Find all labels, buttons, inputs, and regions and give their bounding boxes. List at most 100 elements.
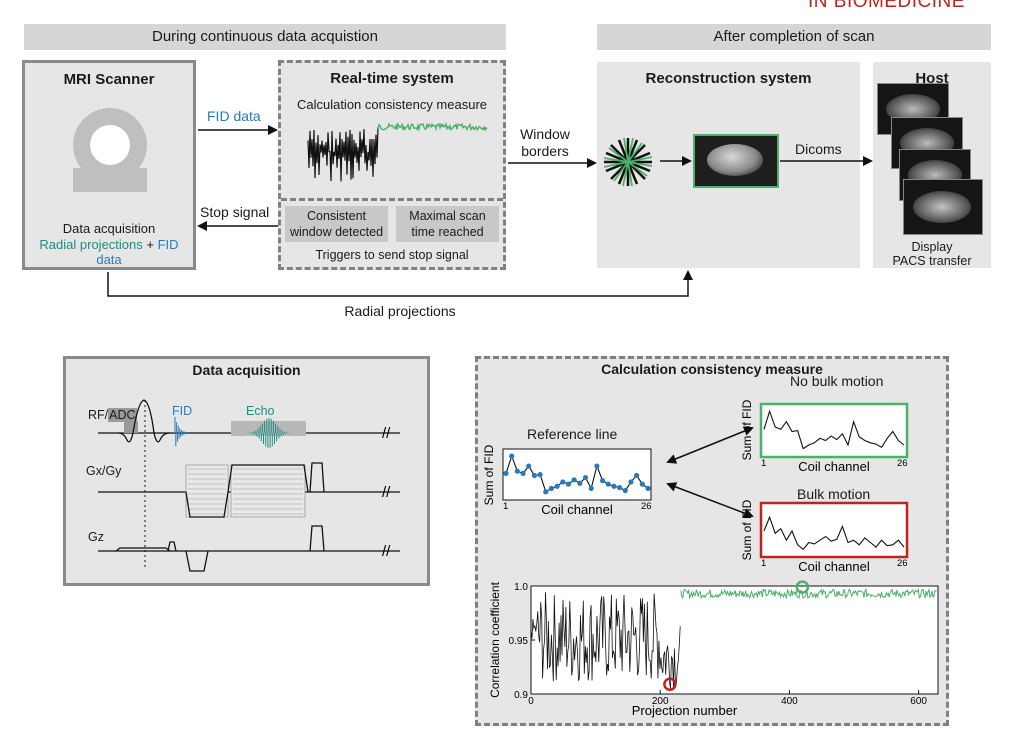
- corr-xtick: 400: [781, 696, 798, 707]
- reference-point: [554, 483, 560, 489]
- dicoms-label: Dicoms: [795, 141, 842, 157]
- corr-xtick: 0: [528, 696, 534, 707]
- marker-red: [663, 677, 677, 692]
- radial-projections-label: Radial projections: [344, 303, 456, 319]
- rf-label: RF/ADC: [88, 408, 137, 422]
- radial-projections-text: Radial projections: [39, 237, 143, 252]
- correlation-series-black: [530, 592, 681, 689]
- scanner-icon: [73, 108, 147, 192]
- corr-ytick: 1.0: [514, 582, 528, 593]
- triggers-text: Triggers to send stop signal: [315, 248, 469, 262]
- gz-gradients: [115, 525, 325, 572]
- reference-point: [617, 484, 623, 491]
- break-mark-gz: //: [382, 543, 391, 560]
- no-bulk-title: No bulk motion: [790, 373, 884, 389]
- reference-point: [565, 481, 572, 487]
- fid-data-text: FID data: [96, 237, 179, 267]
- reference-point: [622, 487, 628, 494]
- corr-ytick: 0.9: [514, 690, 528, 701]
- reference-point: [588, 485, 594, 491]
- realtime-title: Real-time system: [330, 70, 454, 87]
- no-bulk-xlabel: Coil channel: [798, 459, 870, 474]
- plus-sign: +: [146, 237, 154, 252]
- correlation-plot-frame: [530, 585, 939, 695]
- host-image-stack: [877, 83, 987, 235]
- realtime-trace: [307, 121, 488, 182]
- reference-point: [531, 472, 538, 479]
- reference-point: [605, 481, 611, 487]
- bulk-ylabel: Sum of FID: [740, 499, 754, 560]
- reference-point: [503, 470, 509, 476]
- reference-point: [628, 479, 634, 485]
- adc-text: ADC: [108, 408, 137, 422]
- reference-point: [639, 481, 645, 487]
- reference-x-end: 26: [641, 501, 652, 512]
- recon-image: [693, 134, 779, 188]
- reference-point: [520, 470, 526, 476]
- host-caption-display: Display: [911, 240, 953, 254]
- reference-line-title: Reference line: [527, 426, 618, 442]
- no-bulk-plot-frame: [759, 402, 909, 459]
- realtime-divider: [281, 198, 503, 201]
- reference-point: [582, 475, 589, 481]
- break-mark-gxgy: //: [382, 484, 391, 501]
- corner-text: IN BIOMEDICINE: [808, 0, 965, 12]
- no-bulk-x-start: 1: [761, 458, 766, 469]
- corr-xtick: 600: [910, 696, 927, 707]
- rf-pulse: [117, 399, 171, 443]
- consistent-window-box: Consistent window detected: [285, 206, 388, 242]
- mri-scanner-panel: MRI Scanner Data acquisition Radial proj…: [22, 60, 196, 270]
- reference-point: [537, 472, 543, 478]
- bulk-plot-frame: [759, 501, 909, 559]
- gxgy-gradients: [185, 462, 325, 518]
- bulk-series-line: [763, 515, 905, 551]
- reference-point: [514, 468, 520, 474]
- fid-label: FID: [172, 404, 193, 418]
- host-caption-pacs: PACS transfer: [892, 254, 972, 268]
- consistency-title: Calculation consistency measure: [601, 361, 823, 377]
- bulk-x-start: 1: [761, 558, 766, 569]
- mri-caption: Data acquisition: [62, 221, 156, 236]
- no-bulk-x-end: 26: [897, 458, 908, 469]
- reference-point: [543, 489, 549, 495]
- echo-label: Echo: [246, 404, 275, 418]
- stop-signal-label: Stop signal: [200, 204, 270, 220]
- bulk-x-end: 26: [897, 558, 908, 569]
- break-mark-rf: //: [382, 425, 391, 442]
- reference-xlabel: Coil channel: [541, 502, 613, 517]
- gz-label: Gz: [88, 530, 104, 544]
- maximal-scan-box: Maximal scan time reached: [396, 206, 499, 242]
- window-label-line1: Window: [520, 126, 570, 142]
- gxgy-label: Gx/Gy: [86, 464, 122, 478]
- reference-point: [526, 463, 532, 469]
- reference-point: [645, 485, 651, 491]
- rf-text: RF/: [88, 408, 109, 422]
- no-bulk-ylabel: Sum of FID: [740, 399, 754, 460]
- bulk-title: Bulk motion: [797, 486, 871, 502]
- banner-during: During continuous data acquistion: [24, 24, 506, 50]
- realtime-subtitle: Calculation consistency measure: [296, 97, 488, 112]
- echo-wave: [235, 418, 302, 448]
- reference-ylabel: Sum of FID: [482, 444, 496, 505]
- radial-star-icon: [603, 137, 653, 187]
- fid-wave: [174, 417, 188, 447]
- correlation-series-green: [680, 587, 937, 600]
- fid-data-label: FID data: [207, 108, 261, 124]
- window-label-line2: borders: [521, 143, 569, 159]
- reference-point: [548, 485, 555, 491]
- corr-xlabel: Projection number: [632, 703, 738, 718]
- reference-point: [571, 477, 577, 483]
- reference-point: [577, 480, 583, 486]
- banner-after: After completion of scan: [597, 24, 991, 50]
- corr-xtick: 200: [652, 696, 669, 707]
- corr-ytick: 0.95: [509, 636, 529, 647]
- reference-point: [634, 472, 640, 479]
- arrow-to-no-bulk: [666, 426, 754, 464]
- reconstruction-title: Reconstruction system: [645, 70, 812, 87]
- window-borders-label: Window borders: [510, 126, 580, 160]
- reference-point: [594, 463, 600, 469]
- no-bulk-series-line: [763, 409, 905, 450]
- data-acquisition-title: Data acquisition: [192, 362, 301, 378]
